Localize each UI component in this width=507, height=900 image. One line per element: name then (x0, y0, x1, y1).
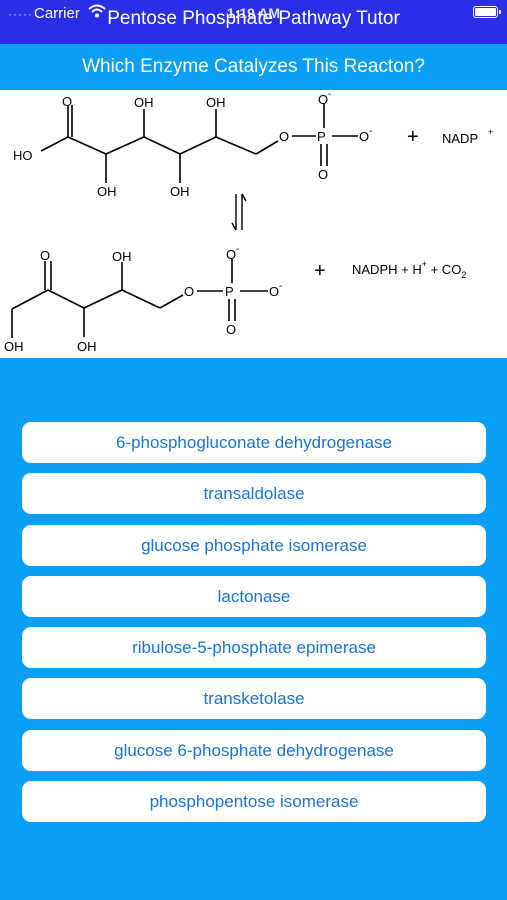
bottom-oh-left: OH (4, 339, 24, 354)
nadph-label: NADPH + H+ + CO2 (352, 259, 466, 280)
bottom-minus-2: - (279, 281, 282, 292)
answer-button-6[interactable]: transketolase (22, 678, 486, 720)
top-carbonyl-o: O (62, 94, 72, 109)
app-title: Pentose Phosphate Pathway Tutor (107, 8, 400, 29)
status-bar: ····· Carrier 1:19 AM (0, 0, 507, 26)
top-phosphate-o-top: O (318, 92, 328, 107)
bottom-phosphorus: P (225, 284, 234, 299)
top-phosphate-o-bottom: O (318, 167, 328, 182)
h-charge: + (422, 259, 427, 269)
bottom-phosphate-o-right: O (269, 284, 279, 299)
bottom-oh-2: OH (77, 339, 97, 354)
answer-button-7[interactable]: glucose 6-phosphate dehydrogenase (22, 729, 486, 771)
top-phosphate-o-right: O (359, 129, 369, 144)
top-ester-o: O (279, 129, 289, 144)
answer-button-1[interactable]: 6-phosphogluconate dehydrogenase (22, 422, 486, 463)
wifi-icon (88, 4, 106, 18)
answer-button-4[interactable]: lactonase (22, 575, 486, 617)
top-oh-1: OH (134, 95, 154, 110)
answer-button-5[interactable]: ribulose-5-phosphate epimerase (22, 627, 486, 669)
top-plus-sign: + (407, 126, 419, 148)
answer-list: 6-phosphogluconate dehydrogenase transal… (22, 422, 486, 832)
top-minus-1: - (328, 90, 331, 100)
navigation-bar: Pentose Phosphate Pathway Tutor (0, 0, 507, 44)
bottom-minus-1: - (236, 244, 239, 255)
top-oh-2: OH (206, 95, 226, 110)
bottom-phosphate-o-bottom: O (226, 322, 236, 337)
bottom-ester-o: O (184, 284, 194, 299)
top-ho: HO (13, 148, 33, 163)
signal-dots-icon: ····· (8, 7, 33, 21)
co2-subscript: 2 (461, 270, 466, 280)
bottom-molecule (11, 259, 268, 338)
status-time: 1:19 AM (226, 5, 281, 21)
co2-text: + CO (427, 262, 461, 277)
nadp-label: NADP (442, 131, 478, 146)
answer-button-3[interactable]: glucose phosphate isomerase (22, 524, 486, 566)
equilibrium-arrow-icon (231, 193, 247, 231)
question-text: Which Enzyme Catalyzes This Reacton? (82, 56, 425, 77)
top-oh-3: OH (97, 184, 117, 199)
top-minus-2: - (369, 126, 372, 137)
top-oh-4: OH (170, 184, 190, 199)
question-band: Which Enzyme Catalyzes This Reacton? (0, 44, 507, 90)
answer-button-2[interactable]: transaldolase (22, 473, 486, 515)
bottom-oh-1: OH (112, 249, 132, 264)
nadp-charge: + (488, 127, 493, 137)
reaction-structure-svg: O OH OH HO OH OH O P O - O - O + NADP + (4, 90, 493, 354)
reaction-diagram: O OH OH HO OH OH O P O - O - O + NADP + (0, 90, 507, 358)
battery-icon (473, 6, 501, 18)
bottom-plus-sign: + (314, 260, 326, 282)
bottom-phosphate-o-top: O (226, 247, 236, 262)
top-phosphorus: P (317, 129, 326, 144)
top-molecule (40, 104, 358, 183)
bottom-carbonyl-o: O (40, 248, 50, 263)
nadph-text: NADPH + H (352, 262, 422, 277)
carrier-label: Carrier (34, 5, 80, 22)
answer-button-8[interactable]: phosphopentose isomerase (22, 781, 486, 823)
